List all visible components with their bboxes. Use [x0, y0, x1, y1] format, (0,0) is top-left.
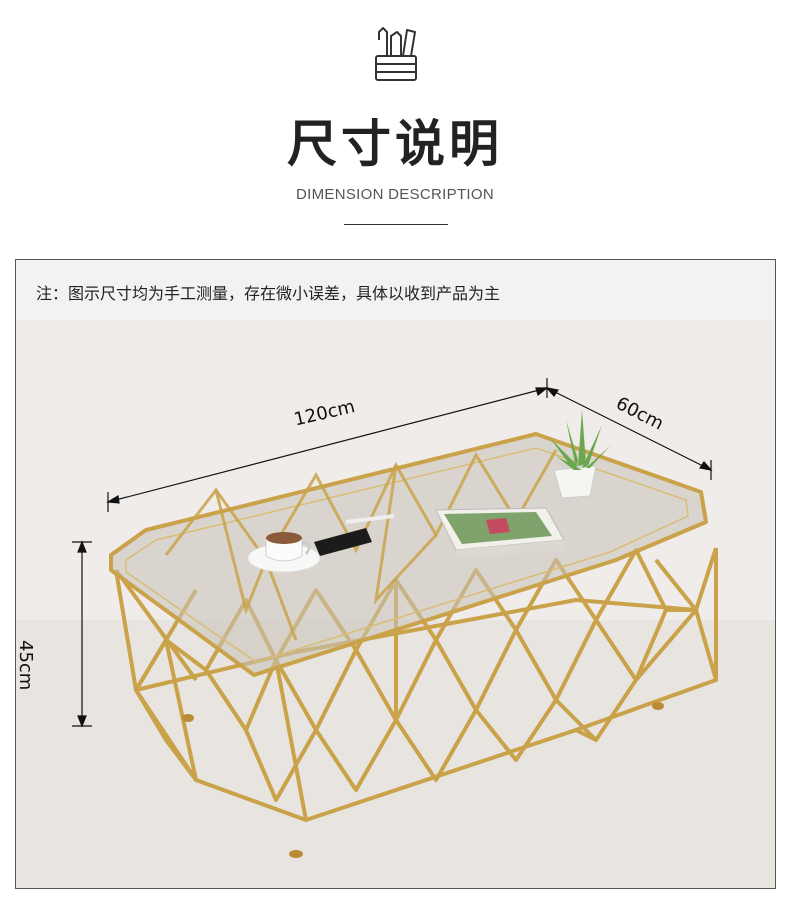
measurement-note: 注：图示尺寸均为手工测量，存在微小误差，具体以收到产品为主	[36, 284, 501, 303]
succulent-plant	[550, 410, 610, 499]
coffee-cup	[247, 532, 321, 573]
height-label: 45cm	[15, 640, 36, 691]
book	[435, 507, 565, 558]
page-title: 尺寸说明	[287, 114, 503, 173]
pencil-ruler-cup-icon	[375, 27, 417, 81]
coffee-table-illustration	[16, 320, 775, 888]
dimension-panel: 注：图示尺寸均为手工测量，存在微小误差，具体以收到产品为主 120cm 60cm…	[15, 259, 776, 889]
page-subtitle: DIMENSION DESCRIPTION	[296, 186, 494, 203]
title-divider	[344, 224, 448, 225]
